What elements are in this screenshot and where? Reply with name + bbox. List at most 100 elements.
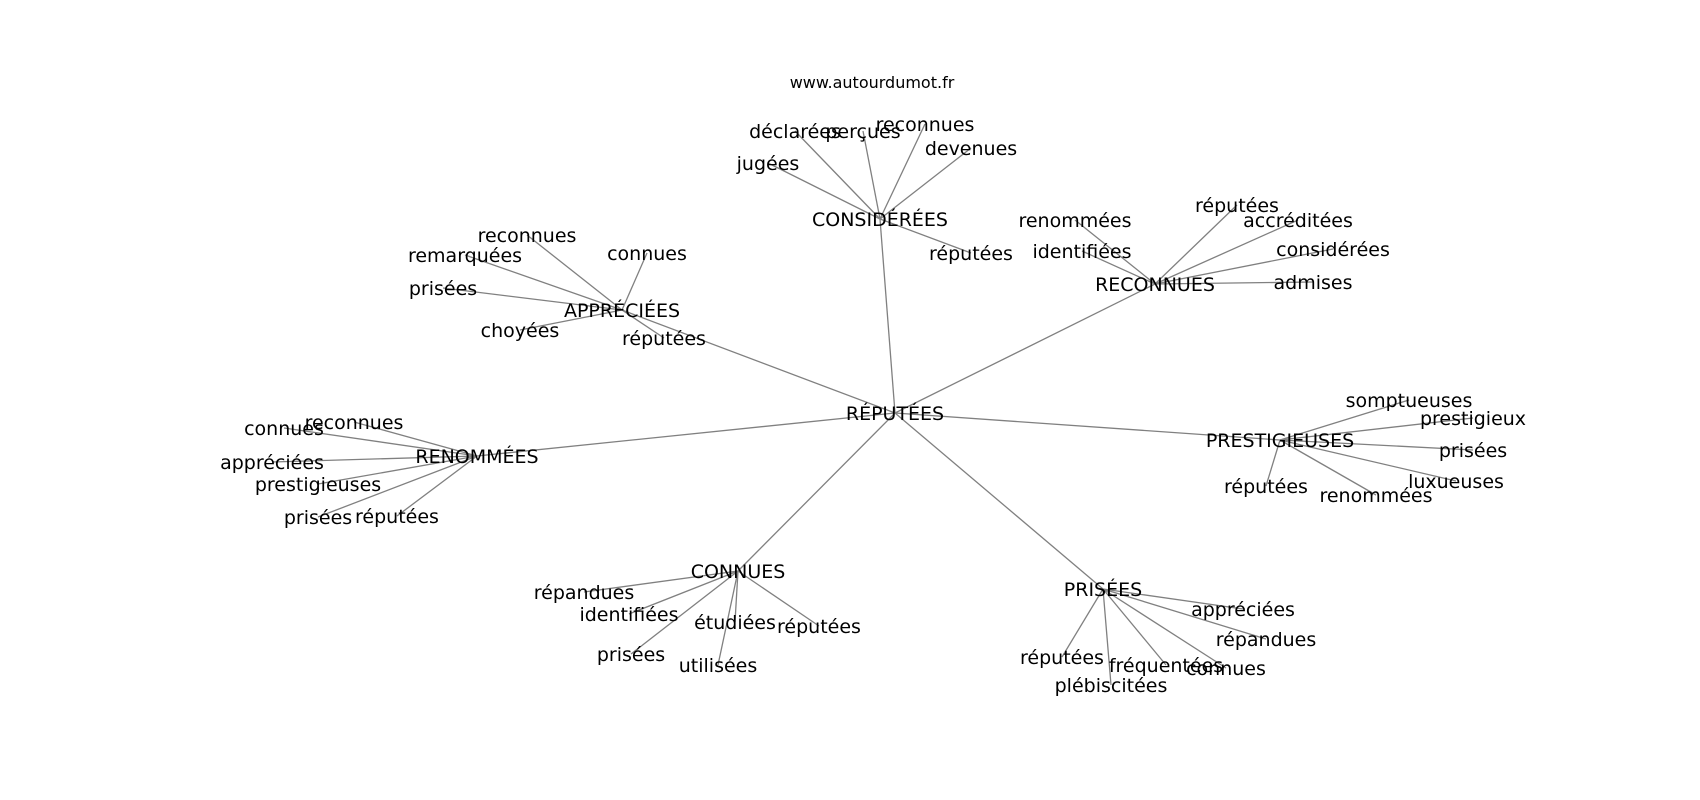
- leaf-word: somptueuses: [1346, 390, 1473, 412]
- edge-center-hub: [894, 412, 1281, 441]
- leaf-word: réputées: [622, 328, 706, 350]
- leaf-word: considérées: [1276, 239, 1390, 261]
- leaf-word: prestigieuses: [255, 474, 381, 496]
- edge-center-hub: [894, 283, 1156, 414]
- edge-hub-leaf: [1265, 439, 1281, 487]
- edge-hub-leaf: [1102, 588, 1267, 640]
- leaf-word: plébiscitées: [1055, 675, 1168, 697]
- leaf-word: accréditées: [1243, 210, 1353, 232]
- edge-hub-leaf: [1081, 250, 1156, 285]
- leaf-word: prisées: [284, 507, 352, 529]
- edge-hub-leaf: [879, 147, 972, 220]
- edge-hub-leaf: [734, 570, 739, 623]
- leaf-word: choyées: [481, 320, 560, 342]
- leaf-word: réputées: [929, 243, 1013, 265]
- leaf-word: déclarées: [749, 121, 841, 143]
- edge-hub-leaf: [767, 162, 881, 220]
- edge-hub-leaf: [862, 130, 881, 220]
- leaf-word: perçues: [825, 121, 900, 143]
- hub-word: RECONNUES: [1095, 274, 1215, 296]
- hub-word: PRESTIGIEUSES: [1206, 430, 1354, 452]
- leaf-word: réputées: [1020, 647, 1104, 669]
- leaf-word: connues: [607, 243, 687, 265]
- leaf-word: utilisées: [679, 655, 758, 677]
- leaf-word: renommées: [1018, 210, 1131, 232]
- leaf-word: réputées: [355, 506, 439, 528]
- edge-hub-leaf: [1279, 399, 1410, 441]
- edge-hub-leaf: [737, 570, 820, 627]
- leaf-word: réputées: [1224, 476, 1308, 498]
- leaf-word: prisées: [409, 278, 477, 300]
- hub-word: CONSIDÉRÉES: [812, 208, 948, 231]
- leaf-word: luxueuses: [1408, 471, 1504, 493]
- edge-hub-leaf: [464, 254, 623, 311]
- edge-hub-leaf: [621, 252, 648, 311]
- edge-hub-leaf: [283, 427, 478, 457]
- edge-center-hub: [621, 309, 896, 414]
- leaf-word: reconnues: [876, 114, 975, 136]
- hub-word: APPRÉCIÉES: [564, 299, 680, 322]
- edge-hub-leaf: [353, 421, 478, 457]
- center-word: RÉPUTÉES: [846, 402, 944, 425]
- edge-hub-leaf: [1279, 417, 1474, 441]
- leaf-word: devenues: [925, 138, 1017, 160]
- leaf-word: identifiées: [1032, 241, 1131, 263]
- leaf-word: prisées: [1439, 440, 1507, 462]
- leaf-word: fréquentées: [1109, 655, 1223, 677]
- leaf-word: admises: [1274, 272, 1353, 294]
- edge-hub-leaf: [1154, 219, 1299, 285]
- site-credit: www.autourdumot.fr: [790, 73, 955, 92]
- edge-layer: [271, 123, 1474, 686]
- edge-hub-leaf: [794, 130, 881, 220]
- leaf-word: jugées: [736, 153, 800, 175]
- edge-hub-leaf: [621, 309, 665, 339]
- leaf-word: répandues: [534, 582, 635, 604]
- edge-hub-leaf: [519, 309, 623, 331]
- edge-hub-leaf: [1102, 588, 1227, 669]
- edge-hub-leaf: [583, 570, 739, 593]
- edge-hub-leaf: [1154, 281, 1314, 285]
- leaf-word: répandues: [1216, 629, 1317, 651]
- leaf-word: renommées: [1319, 485, 1432, 507]
- edge-hub-leaf: [442, 287, 623, 311]
- edge-center-hub: [894, 412, 1104, 590]
- edge-hub-leaf: [1074, 219, 1156, 285]
- leaf-word: appréciées: [1191, 599, 1295, 621]
- hub-word: PRISÉES: [1064, 578, 1142, 601]
- edge-center-hub: [476, 412, 896, 457]
- leaf-word: connues: [1186, 658, 1266, 680]
- edge-hub-leaf: [717, 570, 739, 666]
- hub-word: CONNUES: [691, 561, 786, 583]
- edge-hub-leaf: [1061, 588, 1104, 658]
- leaf-word: reconnues: [305, 412, 404, 434]
- edge-hub-leaf: [271, 455, 478, 463]
- leaf-word: connues: [244, 418, 324, 440]
- edge-center-hub: [879, 218, 896, 414]
- edge-hub-leaf: [1279, 439, 1377, 496]
- leaf-word: prestigieux: [1420, 408, 1526, 430]
- edge-hub-leaf: [396, 455, 478, 517]
- edge-hub-leaf: [1102, 588, 1244, 610]
- edge-hub-leaf: [630, 570, 739, 655]
- leaf-word: réputées: [1195, 195, 1279, 217]
- edge-hub-leaf: [526, 234, 623, 311]
- leaf-word: remarquées: [408, 245, 522, 267]
- label-layer: RÉPUTÉES CONSIDÉRÉES jugées déclaréesperçue…: [220, 114, 1526, 697]
- leaf-word: appréciées: [220, 452, 324, 474]
- edge-hub-leaf: [1102, 588, 1167, 666]
- leaf-word: réputées: [777, 616, 861, 638]
- leaf-word: prisées: [597, 644, 665, 666]
- edge-hub-leaf: [317, 455, 478, 518]
- edge-hub-leaf: [1154, 248, 1334, 285]
- hub-word: RENOMMÉES: [415, 445, 538, 468]
- leaf-word: identifiées: [579, 604, 678, 626]
- edge-hub-leaf: [1154, 204, 1238, 285]
- edge-center-hub: [737, 412, 896, 572]
- edge-hub-leaf: [879, 123, 926, 220]
- edge-hub-leaf: [1279, 439, 1457, 482]
- leaf-word: reconnues: [478, 225, 577, 247]
- edge-hub-leaf: [1102, 588, 1112, 686]
- edge-hub-leaf: [628, 570, 739, 615]
- edge-hub-leaf: [879, 218, 972, 254]
